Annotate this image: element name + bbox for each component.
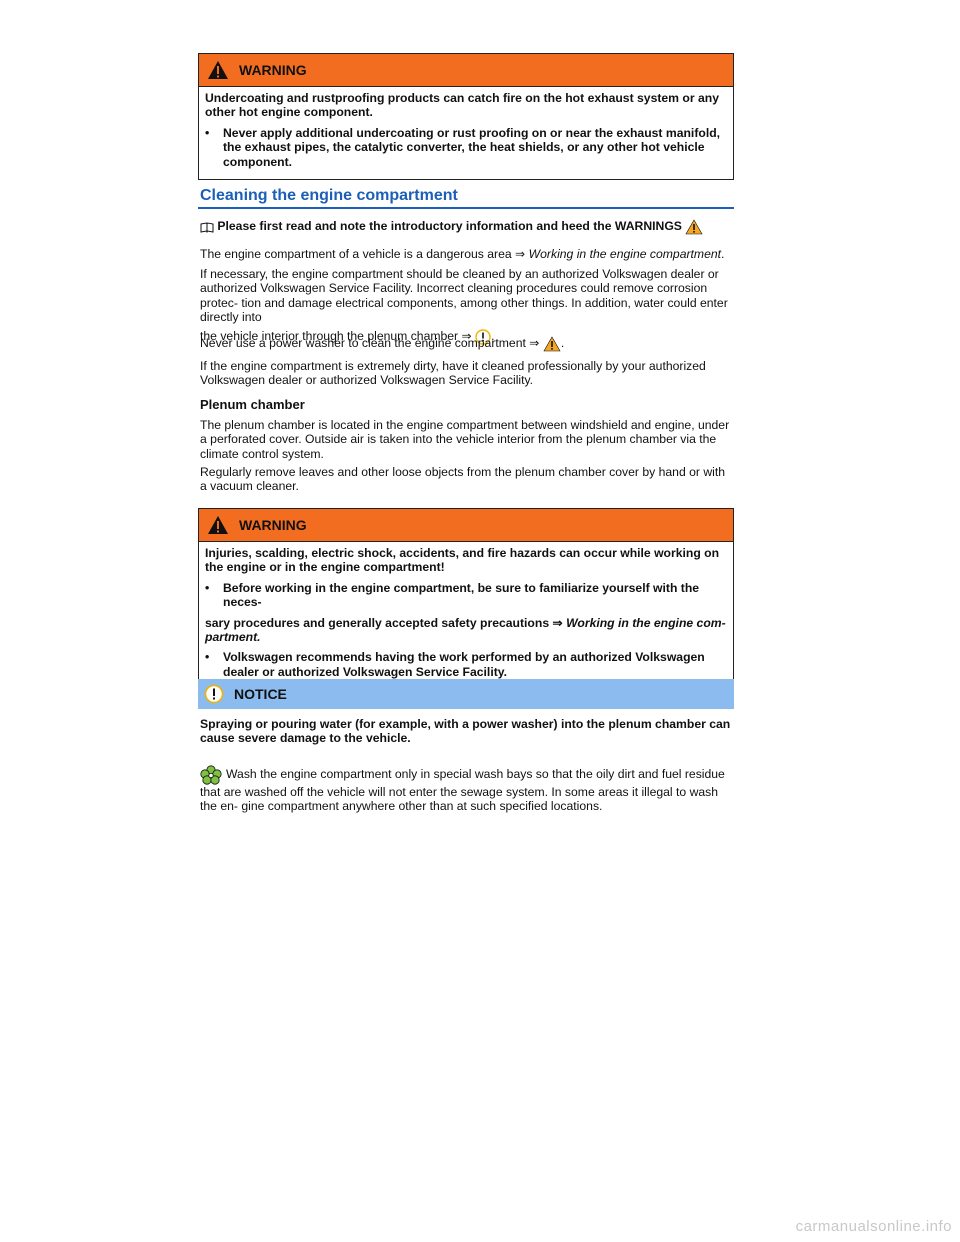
warning-header: WARNING	[199, 54, 733, 87]
warning-triangle-icon	[208, 516, 228, 534]
warning-bullet: • Never apply additional undercoating or…	[205, 125, 721, 169]
environment-note: Wash the engine compartment only in spec…	[200, 765, 734, 814]
link-working-engine[interactable]: Working in the engine compartment	[528, 247, 722, 261]
paragraph-leaves: Regularly remove leaves and other loose …	[200, 465, 726, 494]
notice-label: NOTICE	[234, 685, 287, 702]
warning-label: WARNING	[239, 61, 307, 78]
warning-header: WARNING	[199, 509, 733, 542]
notice-header: NOTICE	[198, 679, 734, 709]
subheading-plenum: Plenum chamber	[200, 397, 305, 412]
warning-box-engine: WARNING Injuries, scalding, electric sho…	[198, 508, 734, 691]
notice-circle-icon	[204, 684, 224, 704]
warning-bullet: • Volkswagen recommends having the work …	[205, 650, 705, 679]
heading-rule	[198, 207, 734, 209]
section-title: Cleaning the engine compartment	[200, 187, 458, 204]
environment-flower-icon	[200, 765, 222, 785]
warning-label: WARNING	[239, 516, 307, 533]
warning-triangle-small-icon	[685, 219, 703, 235]
intro-note: Please first read and note the introduct…	[200, 219, 734, 235]
warning-bullet-cont: sary procedures and generally accepted s…	[205, 615, 726, 644]
warning-intro: Undercoating and rustproofing products c…	[205, 91, 719, 120]
warning-triangle-icon	[208, 61, 228, 79]
paragraph-plenum: The plenum chamber is located in the eng…	[200, 418, 730, 461]
warning-bullet: • Before working in the engine compartme…	[205, 580, 700, 610]
paragraph-danger: The engine compartment of a vehicle is a…	[200, 247, 725, 261]
paragraph-cleaning: If necessary, the engine compartment sho…	[200, 267, 728, 345]
paragraph-dirty: If the engine compartment is extremely d…	[200, 359, 706, 388]
paragraph-power-washer: Never use a power washer to clean the en…	[200, 336, 565, 352]
footer-watermark: carmanualsonline.info	[795, 1218, 952, 1236]
book-icon	[200, 221, 214, 233]
link-working-engine[interactable]: Working in the engine com- partment.	[205, 615, 726, 644]
warning-box-exhaust: WARNING Undercoating and rustproofing pr…	[198, 53, 734, 180]
notice-text: Spraying or pouring water (for example, …	[200, 717, 731, 746]
warning-intro: Injuries, scalding, electric shock, acci…	[205, 546, 720, 575]
notice-circle-icon	[475, 328, 491, 345]
warning-triangle-small-icon	[543, 336, 561, 352]
